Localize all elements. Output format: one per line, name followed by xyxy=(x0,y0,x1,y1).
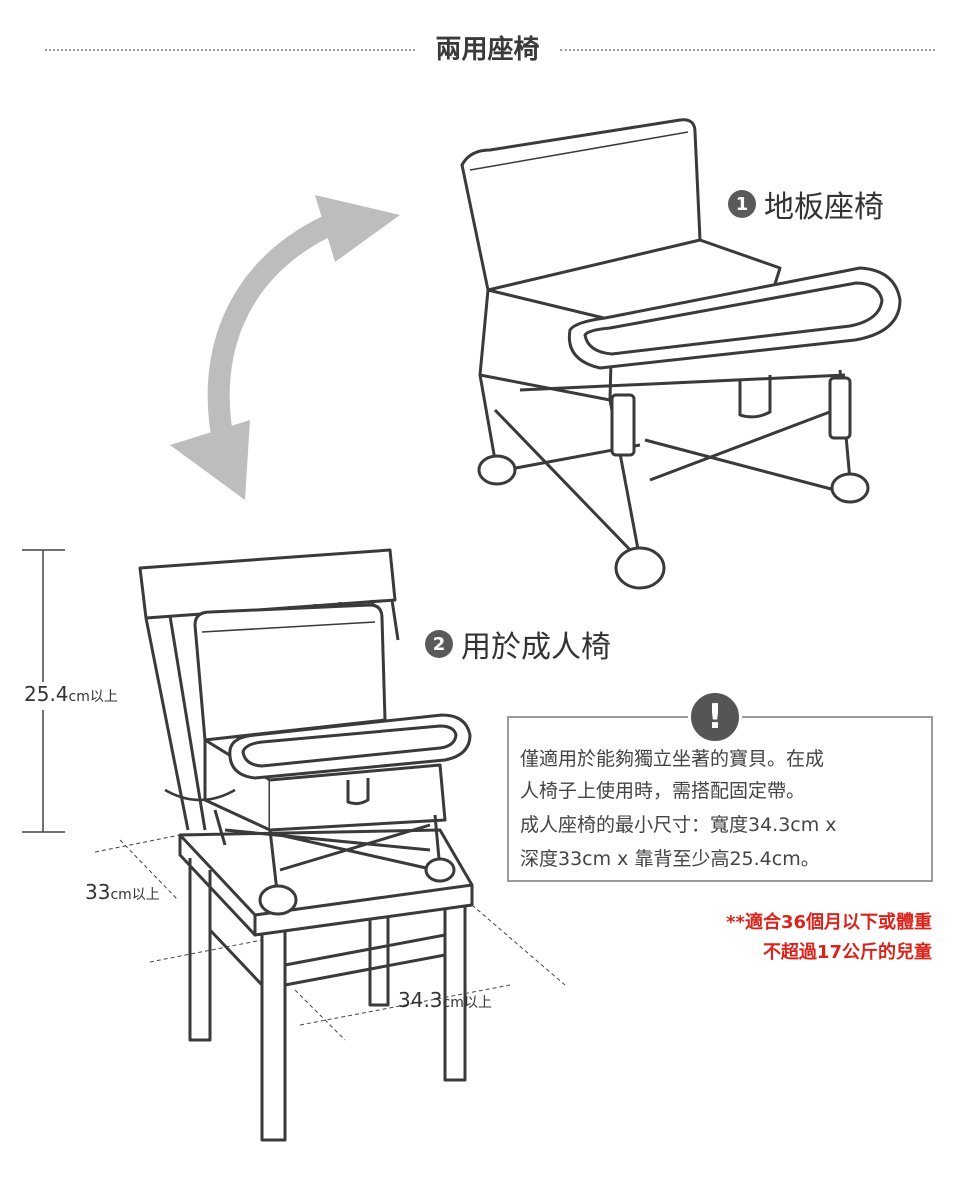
notice-line-2: 人椅子上使用時，需搭配固定帶。 xyxy=(520,780,806,802)
exclamation-icon: ! xyxy=(688,690,742,744)
dimension-lines xyxy=(22,549,566,1041)
floor-seat-drawing xyxy=(460,118,902,590)
adult-chair-drawing xyxy=(138,548,474,1142)
mode2-label: 2 用於成人椅 xyxy=(425,622,611,666)
switch-arrow-icon xyxy=(170,195,400,500)
dimension-width: 34.3cm以上 xyxy=(398,988,492,1012)
header: 兩用座椅 xyxy=(0,30,960,70)
dimension-depth: 33cm以上 xyxy=(85,880,160,904)
number-one-icon: 1 xyxy=(728,190,756,218)
dimension-height: 25.4cm以上 xyxy=(24,682,118,706)
page-title: 兩用座椅 xyxy=(435,35,540,65)
notice-line-1: 僅適用於能夠獨立坐著的寶貝。在成 xyxy=(520,748,825,770)
mode2-text: 用於成人椅 xyxy=(461,630,611,665)
mode1-text: 地板座椅 xyxy=(764,190,884,225)
warning-line-1: **適合36個月以下或體重 xyxy=(726,912,932,933)
number-two-icon: 2 xyxy=(425,630,453,658)
warning-line-2: 不超過17公斤的兒童 xyxy=(762,942,932,963)
header-rule-left xyxy=(45,49,415,51)
notice-line-3: 成人座椅的最小尺寸：寬度34.3cm x xyxy=(520,814,837,836)
mode1-label: 1 地板座椅 xyxy=(728,182,884,226)
header-rule-right xyxy=(560,49,935,51)
notice-line-4: 深度33cm x 靠背至少高25.4cm。 xyxy=(520,848,820,870)
